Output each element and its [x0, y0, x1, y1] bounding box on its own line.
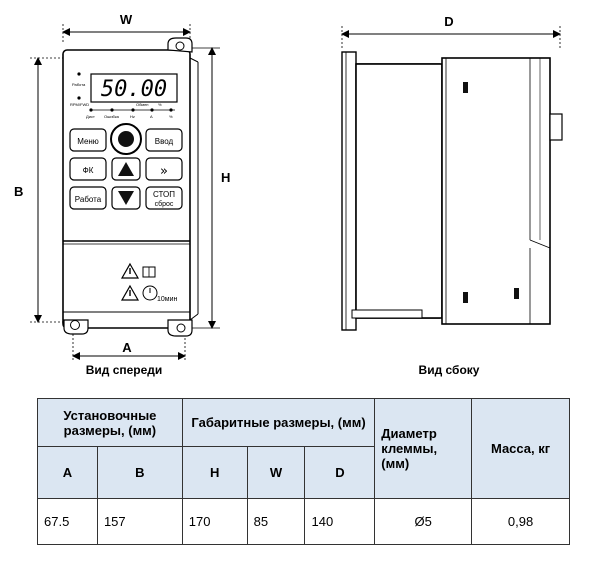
up-arrow-icon [118, 162, 134, 176]
enter-button-label: Ввод [155, 137, 174, 146]
indicator-exchange: Обмен [136, 102, 149, 107]
header-mass: Масса, кг [471, 398, 570, 499]
mount-tab-bottom-left [63, 319, 89, 335]
dim-d-label: D [444, 14, 453, 29]
cell-mass: 0,98 [471, 498, 570, 545]
front-view: W B H A [14, 12, 230, 362]
enter-button [145, 128, 183, 152]
cell-d: 140 [304, 498, 376, 545]
side-slot [463, 82, 468, 93]
header-terminal-diameter: Диаметр клеммы, (мм) [374, 398, 473, 499]
header-col-a: A [37, 446, 98, 499]
warning-wait: 10мин [120, 284, 178, 303]
mount-tab-bottom-right [167, 319, 193, 337]
side-knob [549, 113, 563, 141]
warning-time: 10мин [157, 296, 178, 303]
side-slot [463, 292, 468, 303]
indicator-exchange-pct: % [158, 102, 162, 107]
table-row: 67.5 157 170 85 140 Ø5 0,98 [37, 498, 570, 545]
shift-button-label: » [160, 164, 168, 179]
side-view: D [341, 14, 563, 331]
indicator-run: Работа [72, 82, 86, 87]
header-col-b: B [96, 446, 183, 499]
keypad: Меню Ввод ФК » Работа СТОП сброс [69, 123, 183, 210]
indicator-remote: Дист [86, 114, 95, 119]
fk-button [69, 157, 107, 181]
warning-manual [120, 262, 156, 279]
cell-b: 157 [96, 498, 183, 545]
front-view-caption: Вид спереди [86, 363, 163, 377]
mount-tab-top [167, 37, 193, 53]
side-slot [514, 288, 519, 299]
stop-button-label: СТОП [153, 190, 175, 199]
indicator-a: A [150, 114, 153, 119]
cell-a: 67.5 [37, 498, 98, 545]
reset-button-label: сброс [155, 200, 174, 208]
warning-icon [120, 284, 140, 301]
cell-w: 85 [246, 498, 306, 545]
indicator-fwd: RPM/FWD [70, 102, 89, 107]
cell-terminal: Ø5 [374, 498, 473, 545]
header-overall-dimensions: Габаритные размеры, (мм) [181, 398, 376, 447]
dim-w-label: W [120, 12, 133, 27]
dimension-drawing: W B H A [14, 12, 563, 377]
dim-b-label: B [14, 184, 23, 199]
header-col-h: H [181, 446, 248, 499]
cell-h: 170 [181, 498, 248, 545]
side-view-caption: Вид сбоку [419, 363, 480, 377]
indicator-hz: Hz [130, 114, 135, 119]
fk-button-label: ФК [83, 166, 94, 175]
led-display [90, 73, 178, 103]
timer-icon [142, 285, 158, 301]
header-col-d: D [304, 446, 376, 499]
run-button [69, 186, 107, 210]
shift-button [145, 157, 183, 181]
menu-button-label: Меню [77, 137, 99, 146]
stop-button [145, 186, 183, 210]
spec-table: Установочные размеры, (мм) Габаритные ра… [37, 398, 570, 545]
side-front-cover [441, 57, 551, 325]
dim-h-label: H [221, 170, 230, 185]
indicator-error: Ошибка [104, 114, 120, 119]
run-button-label: Работа [75, 195, 102, 204]
menu-button [69, 128, 107, 152]
down-arrow-icon [118, 191, 134, 205]
header-mount-dimensions: Установочные размеры, (мм) [37, 398, 183, 447]
side-bracket [341, 51, 357, 331]
display-value: 50.00 [101, 77, 167, 102]
indicator-percent: % [169, 114, 173, 119]
header-col-w: W [246, 446, 306, 499]
dim-a-label: A [122, 340, 132, 355]
warning-icon [120, 262, 140, 279]
side-body [355, 63, 443, 319]
